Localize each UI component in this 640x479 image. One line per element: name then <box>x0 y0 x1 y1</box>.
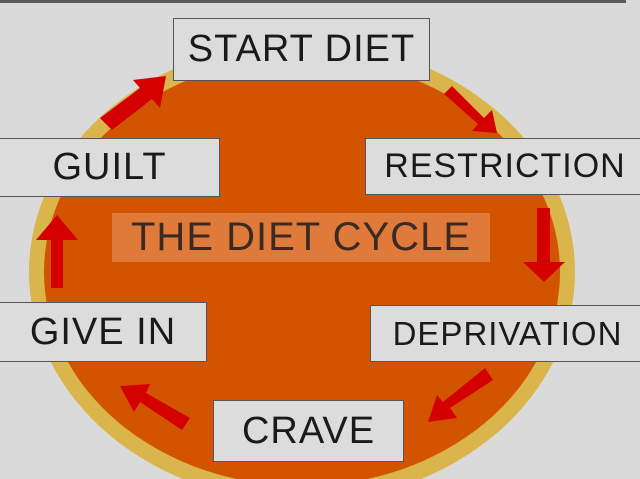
arrow-givein-to-guilt-icon <box>36 215 78 288</box>
step-restriction: RESTRICTION <box>365 138 640 195</box>
diagram-title: THE DIET CYCLE <box>112 213 490 262</box>
arrow-start-to-restriction-icon <box>444 86 497 133</box>
arrow-restriction-to-deprivation-icon <box>523 208 565 282</box>
step-start-diet: START DIET <box>173 18 430 81</box>
step-guilt: GUILT <box>0 138 220 197</box>
arrow-crave-to-givein-icon <box>120 384 190 430</box>
arrow-deprivation-to-crave-icon <box>428 368 493 422</box>
top-border <box>0 0 626 3</box>
step-deprivation: DEPRIVATION <box>370 305 640 362</box>
step-give-in: GIVE IN <box>0 302 207 362</box>
arrow-guilt-to-start-icon <box>100 76 166 130</box>
step-crave: CRAVE <box>213 400 404 462</box>
